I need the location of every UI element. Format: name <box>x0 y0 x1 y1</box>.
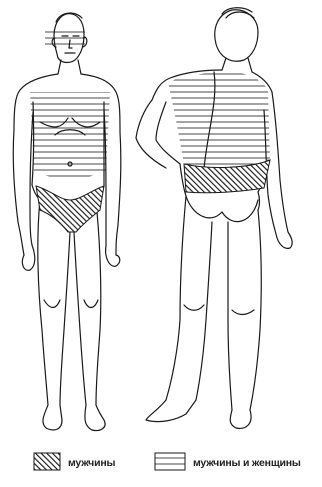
back-figure <box>136 8 292 429</box>
front-chest-abdomen-region <box>30 92 110 179</box>
legend-swatch-men-women <box>155 453 185 470</box>
legend-label-men: мужчины <box>68 457 115 469</box>
legend-label-men-women: мужчины и женщины <box>193 457 301 469</box>
back-upper-region <box>168 72 270 167</box>
front-men-women-regions <box>30 28 110 179</box>
front-groin-region <box>36 186 104 232</box>
legend-swatch-men <box>34 453 60 470</box>
front-face-band <box>45 28 85 48</box>
